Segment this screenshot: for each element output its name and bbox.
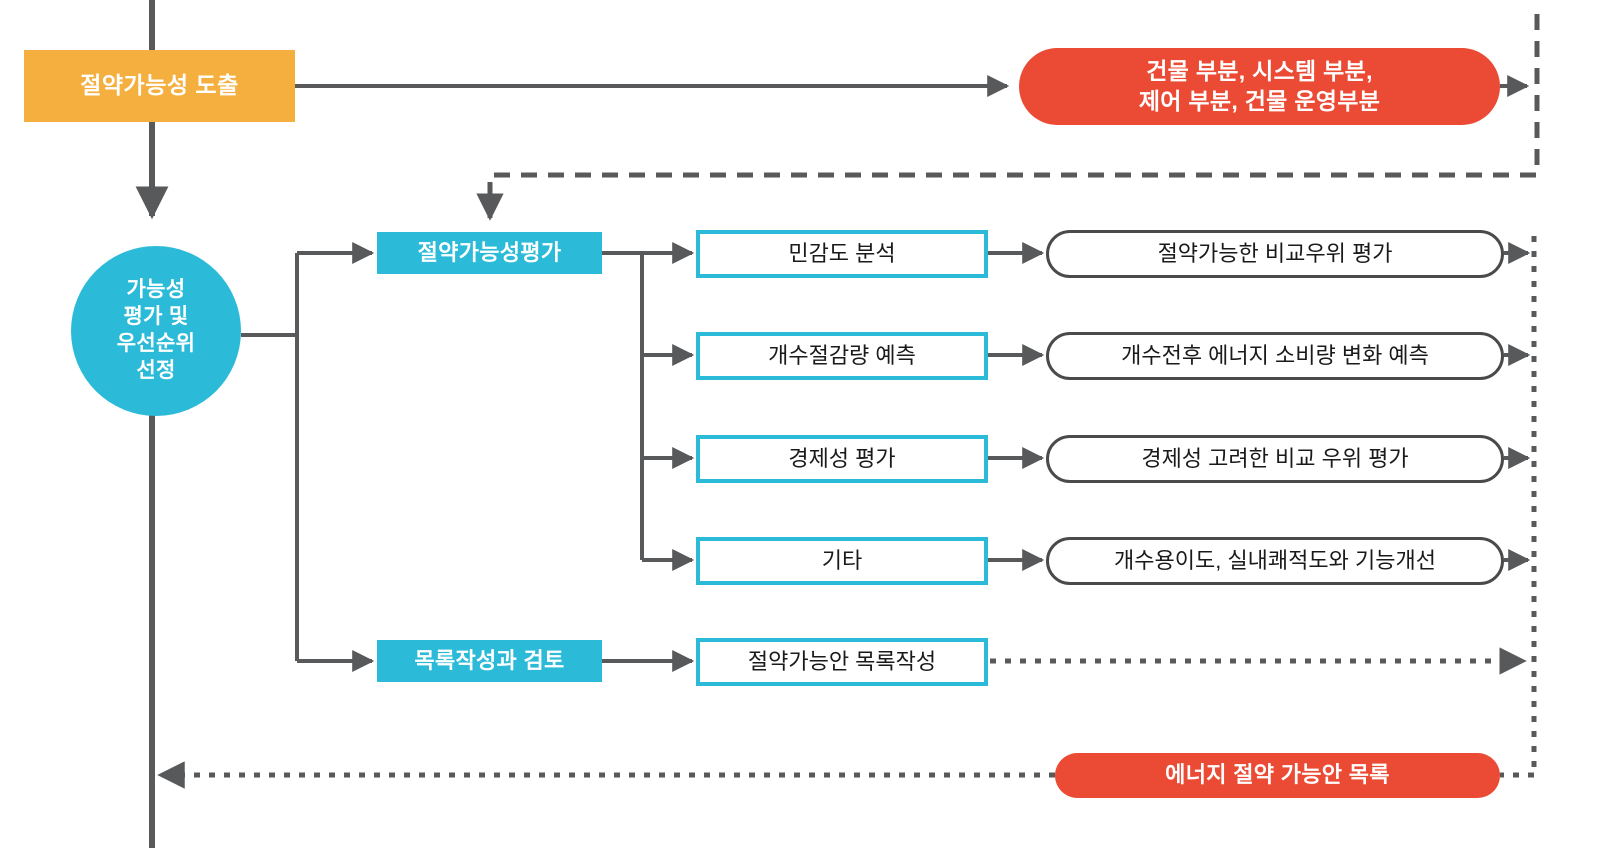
node-savings-derivation[interactable]: 절약가능성 도출 bbox=[24, 50, 295, 122]
node-pre-post-energy-change[interactable]: 개수전후 에너지 소비량 변화 예측 bbox=[1046, 332, 1504, 380]
node-savings-assessment[interactable]: 절약가능성평가 bbox=[377, 232, 602, 274]
node-economic-evaluation[interactable]: 경제성 평가 bbox=[696, 435, 988, 483]
node-retrofit-savings-forecast[interactable]: 개수절감량 예측 bbox=[696, 332, 988, 380]
node-feasibility-priority[interactable]: 가능성 평가 및 우선순위 선정 bbox=[71, 246, 241, 416]
node-economic-comparative[interactable]: 경제성 고려한 비교 우위 평가 bbox=[1046, 435, 1504, 483]
node-list-and-review[interactable]: 목록작성과 검토 bbox=[377, 640, 602, 682]
node-scope-parts[interactable]: 건물 부분, 시스템 부분, 제어 부분, 건물 운영부분 bbox=[1019, 48, 1500, 125]
node-ease-comfort-function[interactable]: 개수용이도, 실내쾌적도와 기능개선 bbox=[1046, 537, 1504, 585]
node-comparative-advantage[interactable]: 절약가능한 비교우위 평가 bbox=[1046, 230, 1504, 278]
node-sensitivity-analysis[interactable]: 민감도 분석 bbox=[696, 230, 988, 278]
node-savings-list-creation[interactable]: 절약가능안 목록작성 bbox=[696, 638, 988, 686]
edge-dashed-feedback-rail bbox=[476, 14, 1540, 221]
node-energy-saving-list[interactable]: 에너지 절약 가능안 목록 bbox=[1055, 753, 1500, 798]
node-etc[interactable]: 기타 bbox=[696, 537, 988, 585]
